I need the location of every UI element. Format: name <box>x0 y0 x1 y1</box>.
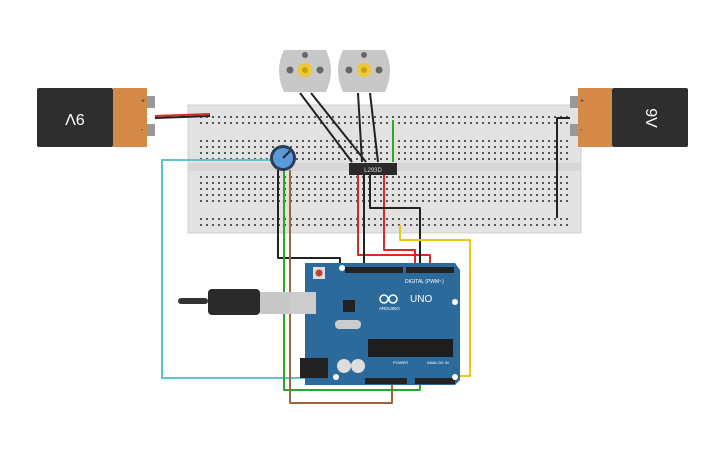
dc-motor-2[interactable] <box>338 50 390 92</box>
battery-right-label: 9V <box>642 108 659 128</box>
brand-label: ARDUINO <box>379 306 400 311</box>
battery-left[interactable]: 9V + - <box>37 88 155 147</box>
power-jack <box>300 358 328 378</box>
dc-motor-1[interactable] <box>279 50 331 92</box>
battery-left-label: 9V <box>65 110 85 127</box>
analog-label: ANALOG IN <box>427 360 449 365</box>
potentiometer[interactable] <box>270 145 296 171</box>
l293d-chip[interactable]: L293D <box>349 163 397 175</box>
battery-left-plus: + <box>141 98 145 105</box>
battery-right-minus: - <box>580 127 583 134</box>
digital-label: DIGITAL (PWM~) <box>405 279 444 285</box>
arduino-logo <box>379 294 389 304</box>
battery-right[interactable]: 9V + - <box>570 88 688 147</box>
usb-port <box>290 292 316 314</box>
usb-cable[interactable] <box>178 289 308 315</box>
model-label: UNO <box>410 294 432 305</box>
battery-left-minus: - <box>141 127 144 134</box>
arduino-uno[interactable]: DIGITAL (PWM~) UNO ARDUINO POWER ANALOG … <box>290 263 460 385</box>
battery-right-plus: + <box>580 98 584 105</box>
power-label: POWER <box>393 360 408 365</box>
chip-label: L293D <box>364 168 382 174</box>
